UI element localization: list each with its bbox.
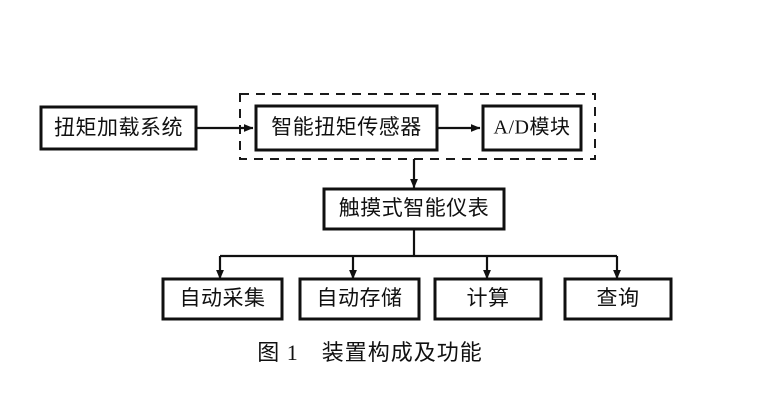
node-label-torque-loading-system: 扭矩加载系统: [54, 115, 183, 139]
node-ad-module[interactable]: A/D模块: [481, 104, 583, 152]
node-auto-acquisition[interactable]: 自动采集: [161, 277, 284, 321]
node-touch-smart-instrument[interactable]: 触摸式智能仪表: [322, 187, 506, 231]
node-label-auto-acquisition: 自动采集: [180, 286, 266, 310]
node-query[interactable]: 查询: [563, 277, 673, 321]
node-label-query: 查询: [597, 286, 640, 310]
node-label-calculation: 计算: [467, 286, 510, 310]
sensor-ad-dashed-group: [239, 93, 596, 160]
node-auto-storage[interactable]: 自动存储: [298, 277, 421, 321]
node-smart-torque-sensor[interactable]: 智能扭矩传感器: [254, 104, 439, 152]
node-torque-loading-system[interactable]: 扭矩加载系统: [39, 105, 198, 151]
node-label-ad-module: A/D模块: [494, 116, 571, 139]
node-calculation[interactable]: 计算: [433, 277, 543, 321]
node-label-touch-smart-instrument: 触摸式智能仪表: [339, 196, 490, 220]
node-label-auto-storage: 自动存储: [317, 286, 403, 310]
figure-caption: 图 1 装置构成及功能: [257, 340, 483, 365]
node-label-smart-torque-sensor: 智能扭矩传感器: [271, 115, 422, 139]
